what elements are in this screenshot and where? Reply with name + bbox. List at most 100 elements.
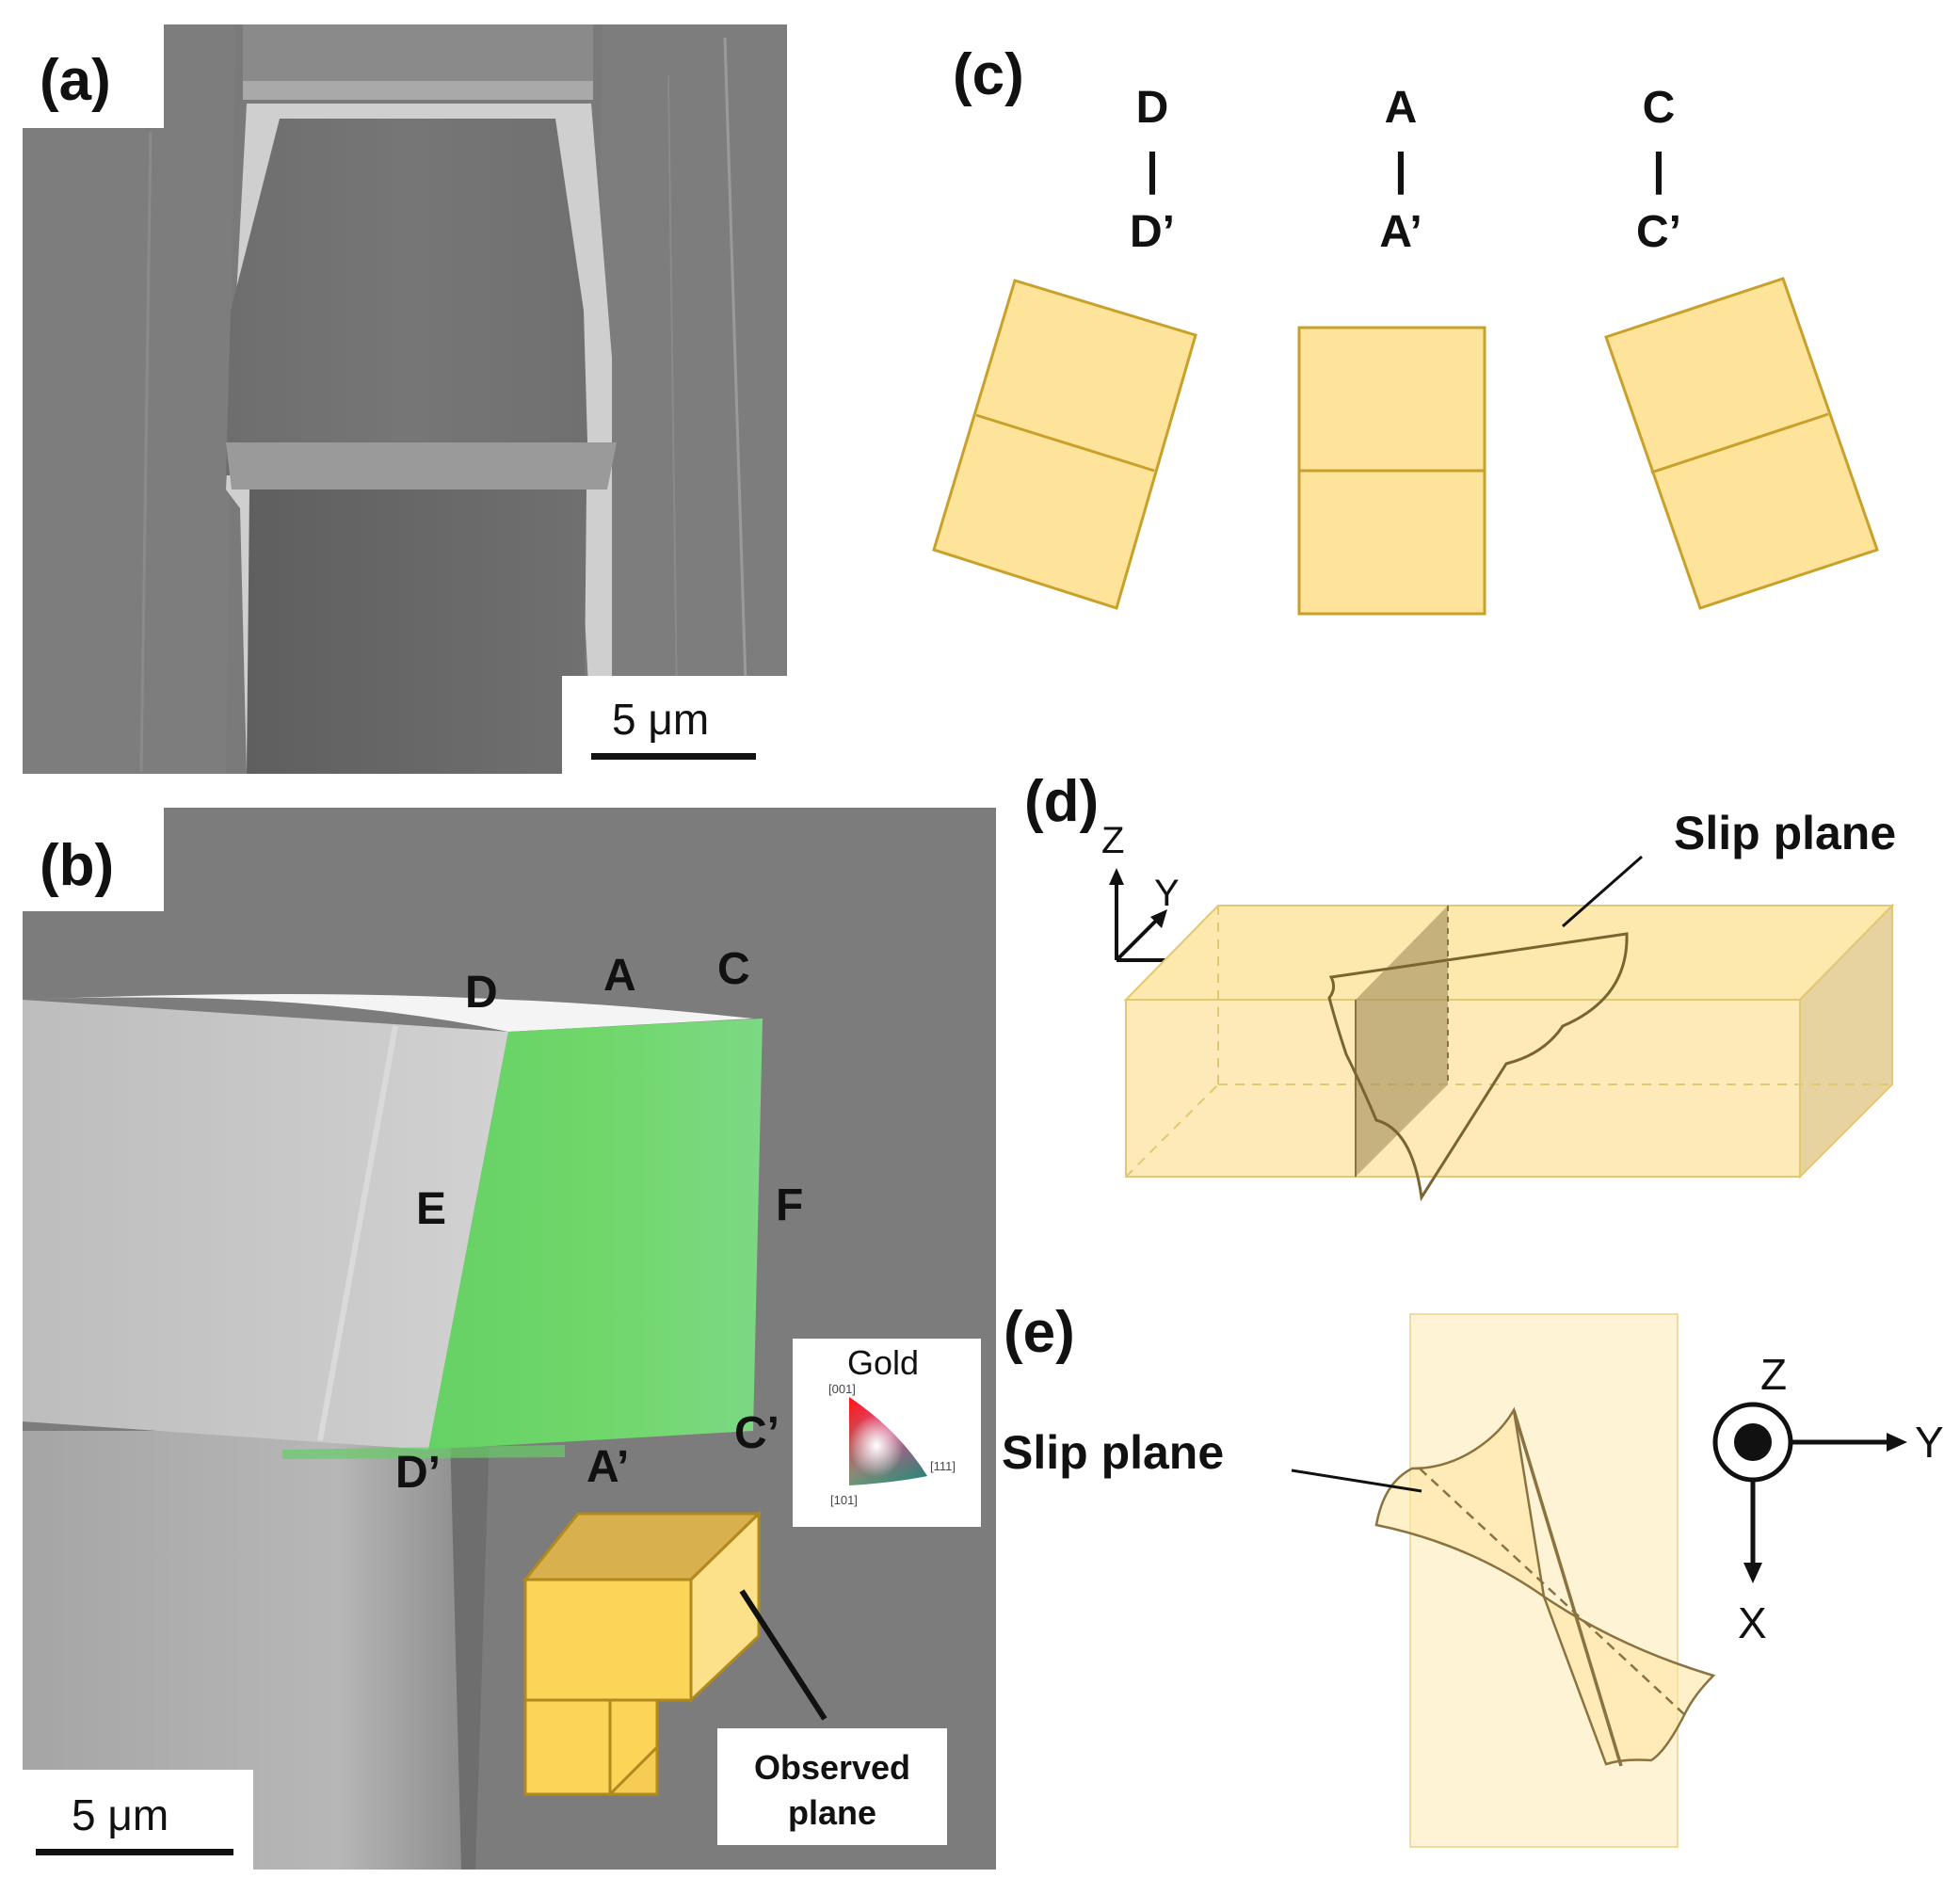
observed-plane-box (717, 1728, 947, 1845)
scale-bar-text-b: 5 μm (72, 1790, 169, 1839)
block-upper-side (689, 1510, 761, 1704)
rect-right-divider (1650, 412, 1829, 474)
section-rect-right (1604, 277, 1879, 610)
panel-c: (c) D | D’ A | A’ C | C’ (932, 42, 1879, 616)
trench-left (23, 24, 235, 774)
ebsd-green-face (428, 1019, 763, 1450)
section-1-sep: | (1146, 145, 1158, 195)
hidden-edge-3 (1125, 1083, 1219, 1178)
arrow-y-e (1887, 1433, 1907, 1452)
arrow-z-d (1109, 868, 1124, 885)
scale-bar-text-a: 5 μm (612, 695, 709, 744)
label-box-b (23, 808, 164, 911)
ipf-tick-001: [001] (828, 1382, 856, 1396)
facet-line (317, 1025, 398, 1441)
section-3-bottom: C’ (1636, 207, 1681, 257)
panel-a-label: (a) (40, 48, 111, 113)
streak (139, 131, 153, 773)
ipf-legend: Gold [001] [101] [111] (793, 1339, 981, 1527)
ipf-triangle-white (849, 1397, 927, 1485)
block-upper-front (523, 1578, 693, 1702)
box-top (1123, 905, 1895, 1001)
slip-wing-lower (1541, 1593, 1716, 1766)
lower-body-shadow (450, 1431, 490, 1870)
box-front (1125, 999, 1801, 1178)
point-D: D (465, 968, 498, 1018)
scale-bar-b (36, 1849, 233, 1855)
sample-box-d (1123, 903, 1895, 1180)
slip-trace-dashed (1419, 1468, 1686, 1716)
rect-left-divider (975, 413, 1155, 473)
section-rect-center (1297, 326, 1486, 616)
panel-b: (b) D A C E F D’ A’ C’ Gold [001] [101] … (23, 808, 996, 1870)
block-lower-front (523, 1698, 612, 1796)
panel-d: (d) Z Y X Slip plane (1024, 769, 1896, 1202)
axis-y-label-d: Y (1154, 873, 1180, 914)
lower-pillar (247, 490, 586, 774)
section-2-sep: | (1394, 145, 1406, 195)
observed-plane-block (522, 1510, 763, 1796)
section-3-sep: | (1652, 145, 1664, 195)
slip-wing-upper (1374, 1406, 1546, 1599)
scale-bar-a (591, 753, 756, 760)
section-rect-left (932, 279, 1197, 610)
section-3-top: C (1643, 83, 1676, 133)
point-C: C (717, 944, 750, 994)
section-1-top: D (1136, 83, 1169, 133)
rect-left-body (932, 279, 1197, 610)
axis-y-d (1115, 917, 1160, 962)
panel-b-label: (b) (40, 833, 114, 898)
point-C-prime: C’ (734, 1408, 779, 1458)
slip-plane-label-d: Slip plane (1674, 807, 1896, 859)
top-edge (23, 994, 753, 1032)
box-side (1799, 903, 1893, 1180)
panel-a: (a) 5 μm (23, 24, 787, 774)
section-2-bottom: A’ (1379, 207, 1422, 257)
grey-face (23, 1000, 508, 1450)
panel-e-label: (e) (1004, 1300, 1075, 1365)
pillar-rim (226, 442, 617, 490)
observed-plane-line2: plane (788, 1793, 876, 1832)
slip-plane-label-e: Slip plane (1002, 1426, 1224, 1479)
ipf-tick-111: [111] (930, 1459, 956, 1473)
panel-d-label: (d) (1024, 769, 1099, 834)
slip-trace (1512, 1409, 1623, 1767)
observed-plane-line1: Observed (754, 1748, 910, 1787)
point-D-prime: D’ (395, 1448, 441, 1498)
trench-right (593, 24, 787, 774)
streak (667, 74, 679, 773)
slip-section-d (1356, 906, 1448, 1177)
point-F: F (776, 1180, 803, 1230)
label-box-a (23, 24, 164, 128)
lower-body-b (23, 1431, 471, 1870)
z-axis-symbol-dot (1734, 1423, 1772, 1461)
ipf-tick-101: [101] (830, 1493, 858, 1507)
axis-x-label-e: X (1738, 1598, 1767, 1647)
streak (723, 37, 750, 773)
observed-plane-pointer (739, 1589, 827, 1721)
block-lower-side (606, 1743, 659, 1796)
point-A-prime: A’ (586, 1442, 629, 1492)
arrow-y-d (1150, 909, 1167, 928)
top-bar (243, 24, 593, 81)
panel-c-label: (c) (953, 42, 1024, 107)
point-E: E (416, 1184, 446, 1234)
ipf-legend-title: Gold (847, 1343, 919, 1382)
axis-z-label-d: Z (1101, 820, 1124, 861)
slip-plane-shape-e (1374, 1406, 1716, 1767)
slip-plane-pointer-d (1562, 855, 1643, 928)
point-A: A (603, 951, 636, 1001)
axis-z-label-e: Z (1760, 1350, 1787, 1399)
slip-plane-outline-d (1327, 932, 1629, 1202)
sample-strip-e (1409, 1313, 1679, 1848)
section-2-top: A (1385, 83, 1418, 133)
slip-plane-pointer-e (1291, 1469, 1422, 1493)
section-1-bottom: D’ (1130, 207, 1175, 257)
ebsd-strip (282, 1445, 565, 1459)
panel-e: (e) Slip plane Z Y X (1002, 1300, 1944, 1848)
axis-y-label-e: Y (1915, 1418, 1944, 1467)
arrow-x-e (1743, 1563, 1762, 1583)
axes-e (1712, 1402, 1907, 1583)
top-bar-edge (243, 81, 593, 100)
